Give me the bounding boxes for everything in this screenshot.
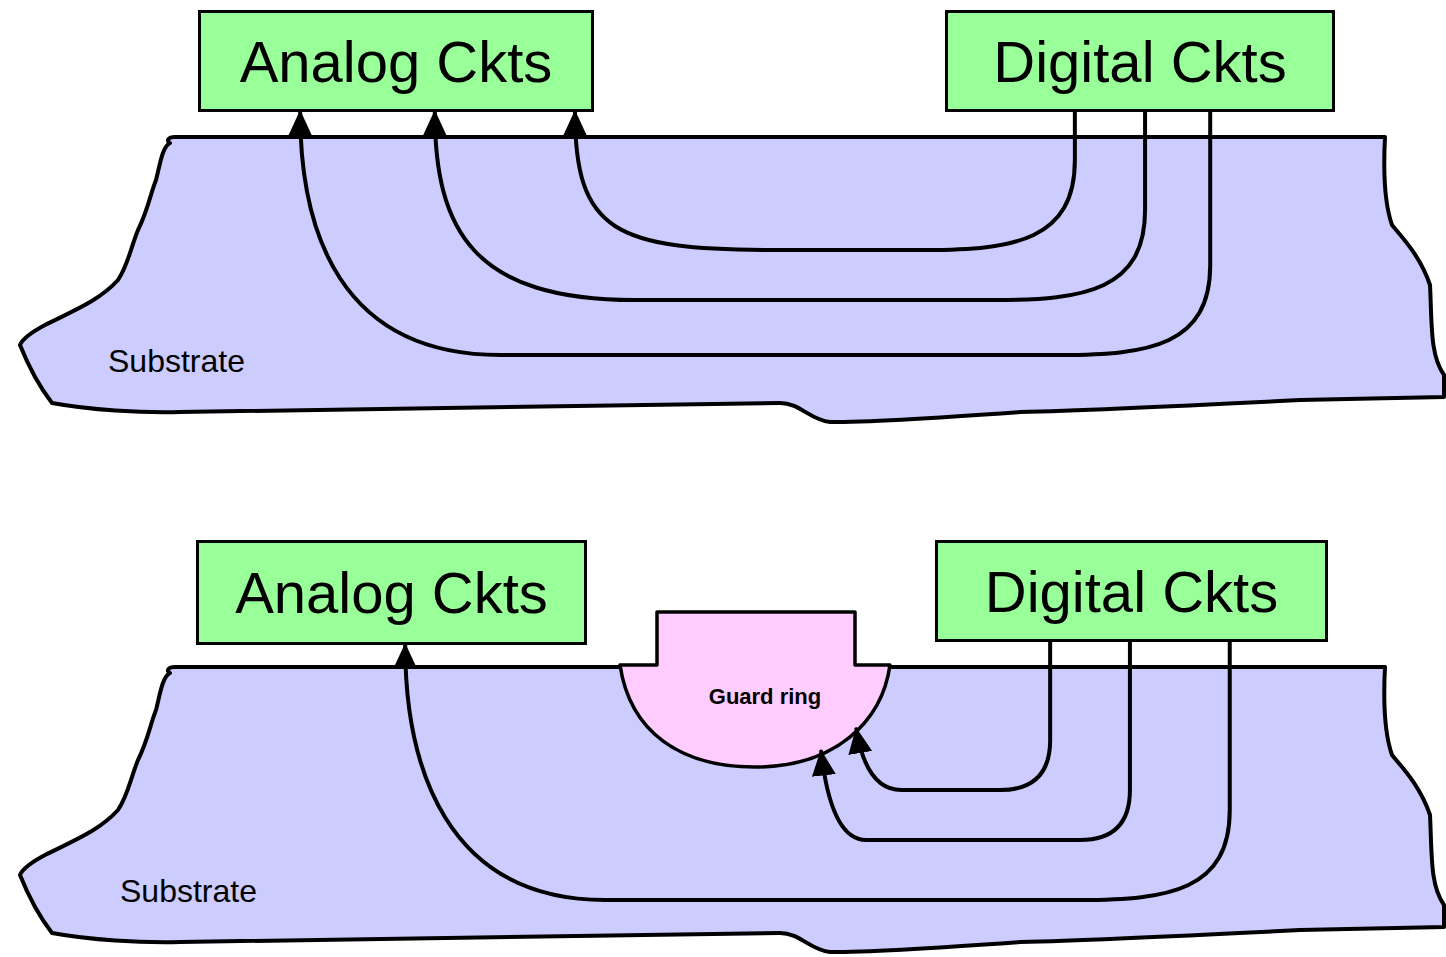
substrate-region: Substrate — [0, 135, 1446, 425]
substrate-outline — [20, 667, 1444, 952]
noise-current-arrow — [856, 642, 1050, 790]
substrate-outline — [20, 137, 1444, 422]
noise-current-arrow — [821, 642, 1130, 840]
noise-current-arrow — [300, 112, 1210, 355]
noise-current-arrow — [575, 112, 1075, 250]
substrate-label: Substrate — [120, 873, 257, 910]
circuit-box: Analog Ckts — [198, 10, 594, 112]
substrate-label: Substrate — [108, 343, 245, 380]
substrate-region: Substrate Guard ring — [0, 665, 1446, 955]
substrate-shape — [0, 135, 1446, 425]
noise-current-arrow — [405, 642, 1230, 900]
circuit-label: Analog Ckts — [235, 559, 548, 626]
circuit-box: Analog Ckts — [196, 540, 587, 645]
circuit-label: Analog Ckts — [240, 28, 553, 95]
noise-current-arrow — [435, 112, 1145, 300]
circuit-box: Digital Ckts — [945, 10, 1335, 112]
circuit-label: Digital Ckts — [985, 558, 1278, 625]
guard-ring-label: Guard ring — [709, 684, 821, 710]
circuit-box: Digital Ckts — [935, 540, 1328, 642]
circuit-label: Digital Ckts — [993, 28, 1286, 95]
guard-ring: Guard ring — [620, 612, 890, 772]
guard-ring-outline — [620, 612, 890, 767]
